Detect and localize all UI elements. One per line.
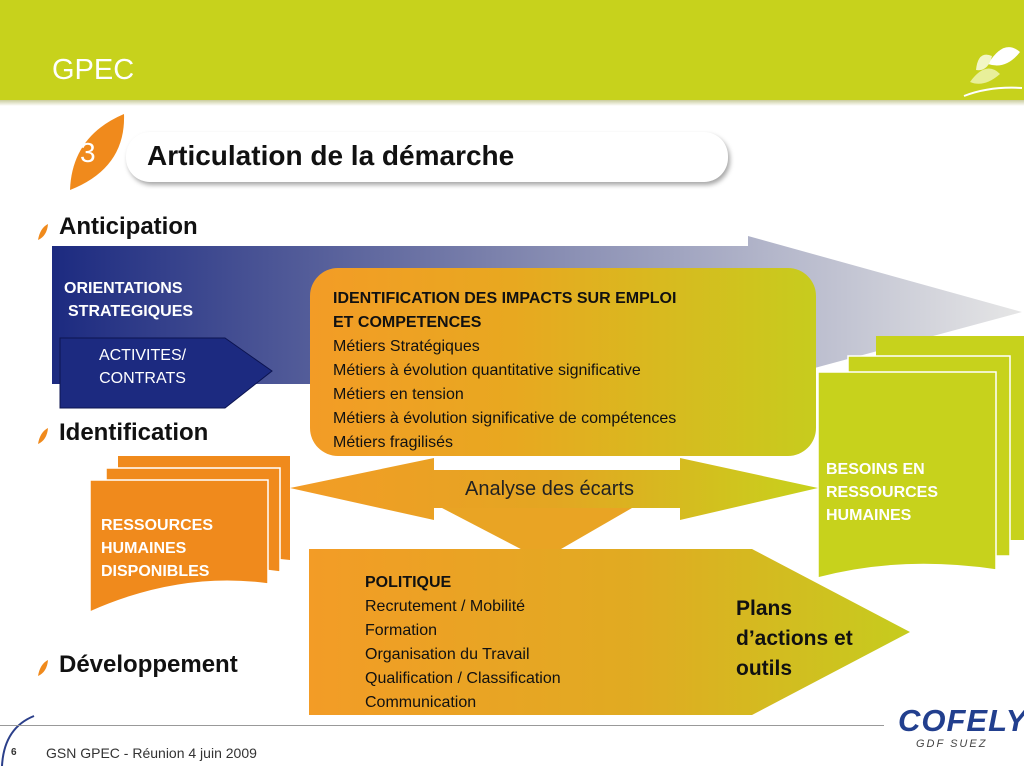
analyse-label: Analyse des écarts xyxy=(465,478,634,500)
politique-item: Qualification / Classification xyxy=(365,670,561,687)
politique-heading: POLITIQUE xyxy=(365,574,452,591)
bullet-leaf-icon xyxy=(38,224,48,240)
analyse-double-arrow xyxy=(290,458,818,520)
title-pill xyxy=(126,132,728,182)
impacts-heading-1: IDENTIFICATION DES IMPACTS SUR EMPLOI xyxy=(333,290,677,307)
activites-box xyxy=(59,337,273,409)
footer-corner-icon xyxy=(1,715,35,767)
politique-item: Formation xyxy=(365,622,438,639)
page-number: 6 xyxy=(11,747,17,758)
impacts-item: Métiers à évolution significative de com… xyxy=(333,410,677,427)
orientations-label: ORIENTATIONS STRATEGIQUES xyxy=(64,280,194,320)
bullet-identification: Identification xyxy=(59,419,209,446)
impacts-text: IDENTIFICATION DES IMPACTS SUR EMPLOI ET… xyxy=(333,287,676,455)
leaf-logo-icon xyxy=(963,47,1023,97)
ressources-stack xyxy=(89,456,290,614)
step-number: 3 xyxy=(80,137,96,168)
footer-divider xyxy=(0,725,884,726)
impacts-box xyxy=(310,268,816,456)
bullet-leaf-icon xyxy=(38,660,48,676)
politique-item: Organisation du Travail xyxy=(365,646,530,663)
impacts-item: Métiers à évolution quantitative signifi… xyxy=(333,362,641,379)
bullet-leaf-icon xyxy=(38,428,48,444)
page-title: Articulation de la démarche xyxy=(147,140,515,171)
down-arrow xyxy=(442,508,632,560)
ressources-label: RESSOURCES HUMAINES DISPONIBLES xyxy=(101,517,214,580)
besoins-stack xyxy=(817,336,1024,579)
header-bar xyxy=(0,0,1024,104)
besoins-label: BESOINS EN RESSOURCES HUMAINES xyxy=(826,461,939,524)
impacts-item: Métiers fragilisés xyxy=(333,434,454,451)
header-title: GPEC xyxy=(52,54,135,86)
bullet-developpement: Développement xyxy=(59,651,238,678)
cofely-logo: COFELY xyxy=(898,703,1024,738)
activites-label: ACTIVITES/ CONTRATS xyxy=(98,347,187,387)
impacts-item: Métiers en tension xyxy=(333,386,464,403)
gdf-suez-logo: GDF SUEZ xyxy=(916,738,988,750)
politique-item: Recrutement / Mobilité xyxy=(365,598,526,615)
politique-item: Communication xyxy=(365,694,477,711)
impacts-item: Métiers Stratégiques xyxy=(333,338,480,355)
impacts-heading-2: ET COMPETENCES xyxy=(333,314,482,331)
politique-text: POLITIQUE Recrutement / Mobilité Formati… xyxy=(365,571,561,715)
footer-text: GSN GPEC - Réunion 4 juin 2009 xyxy=(46,745,257,761)
header-shadow xyxy=(0,100,1024,106)
politique-arrow-box xyxy=(309,549,910,715)
plans-label: Plans d’actions et outils xyxy=(736,597,853,680)
bullet-anticipation: Anticipation xyxy=(59,213,198,240)
step-leaf-icon xyxy=(70,114,125,190)
